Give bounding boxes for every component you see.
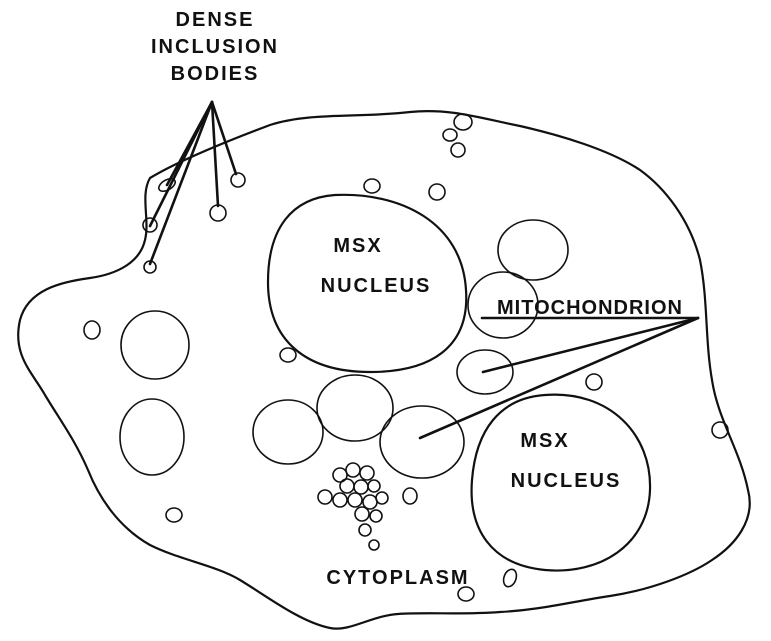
dense-inclusion-body [712, 422, 728, 438]
dense-inclusion-body [166, 508, 182, 522]
mitochondrion [498, 220, 568, 280]
nucleus2-label-line2: NUCLEUS [511, 470, 622, 492]
mitochondrion-label: MITOCHONDRION [497, 297, 683, 319]
dense-label-line3: BODIES [171, 63, 260, 85]
nucleus1-label-line2: NUCLEUS [321, 275, 432, 297]
mitochondrion [121, 311, 189, 379]
dense-inclusion-body [451, 143, 465, 157]
nucleus1-label-line1: MSX [333, 235, 382, 257]
dense-inclusion-body [280, 348, 296, 362]
dense-inclusion-body [364, 179, 380, 193]
dense-inclusion-body [84, 321, 100, 339]
mitochondrion-leader [420, 318, 698, 438]
dense-inclusion-body [586, 374, 602, 390]
cytoplasm-label: CYTOPLASM [326, 567, 469, 589]
nucleus2-label-line1: MSX [520, 430, 569, 452]
dense-inclusion-body [429, 184, 445, 200]
dense-inclusion-body [501, 567, 518, 588]
dense-inclusion-body [210, 205, 226, 221]
dense-inclusion-body [443, 129, 457, 141]
cell-membrane [18, 111, 750, 629]
dense-inclusion-body [231, 173, 245, 187]
dense-inclusion-body [458, 587, 474, 601]
mitochondrion [380, 406, 464, 478]
dense-bodies-leader [150, 102, 212, 264]
mitochondrion [120, 399, 184, 475]
inclusion-cluster [318, 463, 388, 550]
mitochondrion [253, 400, 323, 464]
dense-label-line1: DENSE [176, 9, 255, 31]
dense-inclusion-body [403, 488, 417, 504]
dense-label-line2: INCLUSION [151, 36, 279, 58]
dense-bodies-leader [167, 102, 212, 185]
dense-inclusion-body [454, 114, 472, 130]
